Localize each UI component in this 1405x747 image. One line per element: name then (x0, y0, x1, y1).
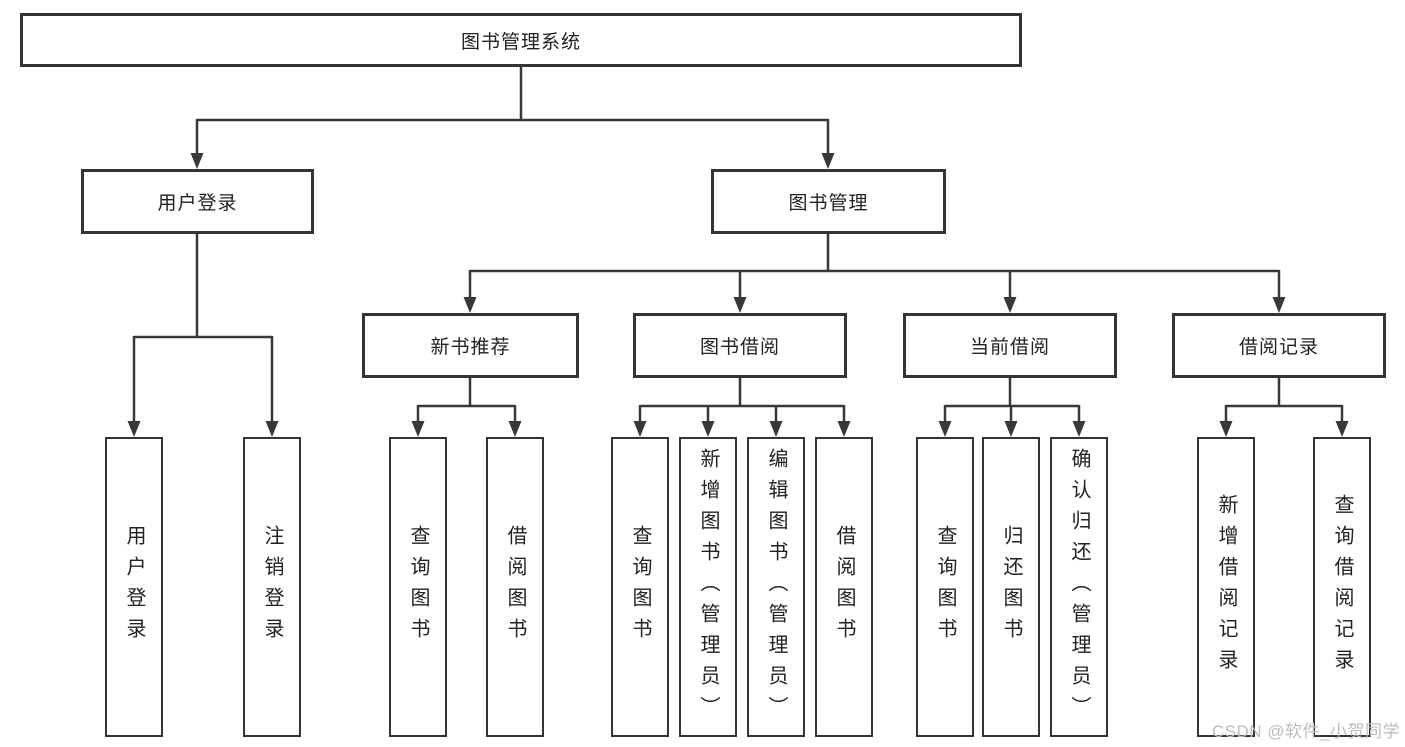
connector-current-to-leaves (943, 376, 1081, 428)
connector-borrow-to-leaves (638, 376, 846, 428)
node-new-book-recommend-label: 新书推荐 (430, 337, 511, 358)
leaf-edit-books-admin-label: 编辑图书（管理员） (765, 447, 787, 727)
node-book-borrow: 图书借阅 (633, 313, 847, 378)
node-root: 图书管理系统 (20, 13, 1022, 67)
node-book-management: 图书管理 (711, 169, 946, 234)
node-book-borrow-label: 图书借阅 (699, 337, 780, 358)
leaf-return-books: 归还图书 (982, 437, 1040, 737)
leaf-query-borrow-record-label: 查询借阅记录 (1331, 494, 1353, 680)
leaf-query-books-3: 查询图书 (916, 437, 974, 737)
leaf-edit-books-admin: 编辑图书（管理员） (747, 437, 805, 737)
node-current-borrow-label: 当前借阅 (969, 337, 1050, 358)
leaf-confirm-return-admin: 确认归还（管理员） (1050, 437, 1108, 737)
csdn-watermark: CSDN @软件_小贺同学 (1211, 722, 1400, 741)
leaf-borrow-books-1: 借阅图书 (486, 437, 544, 737)
connector-root-to-level2 (195, 65, 830, 160)
leaf-borrow-books-2-label: 借阅图书 (833, 525, 855, 649)
leaf-user-login-label: 用户登录 (123, 525, 145, 649)
leaf-query-books-1-label: 查询图书 (407, 525, 429, 649)
node-user-login-label: 用户登录 (157, 193, 238, 214)
leaf-add-borrow-record: 新增借阅记录 (1197, 437, 1255, 737)
leaf-user-login: 用户登录 (105, 437, 163, 737)
leaf-return-books-label: 归还图书 (1000, 525, 1022, 649)
leaf-query-borrow-record: 查询借阅记录 (1313, 437, 1371, 737)
leaf-query-books-1: 查询图书 (389, 437, 447, 737)
leaf-add-books-admin: 新增图书（管理员） (679, 437, 737, 737)
node-user-login: 用户登录 (81, 169, 314, 234)
node-new-book-recommend: 新书推荐 (362, 313, 579, 378)
connector-records-to-leaves (1224, 376, 1344, 428)
leaf-logout: 注销登录 (243, 437, 301, 737)
leaf-query-books-3-label: 查询图书 (934, 525, 956, 649)
leaf-add-borrow-record-label: 新增借阅记录 (1215, 494, 1237, 680)
node-root-label: 图书管理系统 (460, 31, 581, 53)
connector-bookmgmt-to-level3 (468, 232, 1281, 304)
node-book-management-label: 图书管理 (788, 193, 869, 214)
leaf-add-books-admin-label: 新增图书（管理员） (697, 447, 719, 727)
leaf-query-books-2: 查询图书 (611, 437, 669, 737)
node-borrow-records: 借阅记录 (1172, 313, 1386, 378)
connector-userlogin-to-leaves (132, 232, 274, 428)
leaf-borrow-books-1-label: 借阅图书 (504, 525, 526, 649)
node-current-borrow: 当前借阅 (903, 313, 1117, 378)
connector-newbook-to-leaves (416, 376, 517, 428)
node-borrow-records-label: 借阅记录 (1238, 337, 1319, 358)
leaf-query-books-2-label: 查询图书 (629, 525, 651, 649)
leaf-logout-label: 注销登录 (261, 525, 283, 649)
leaf-borrow-books-2: 借阅图书 (815, 437, 873, 737)
leaf-confirm-return-admin-label: 确认归还（管理员） (1068, 447, 1090, 727)
